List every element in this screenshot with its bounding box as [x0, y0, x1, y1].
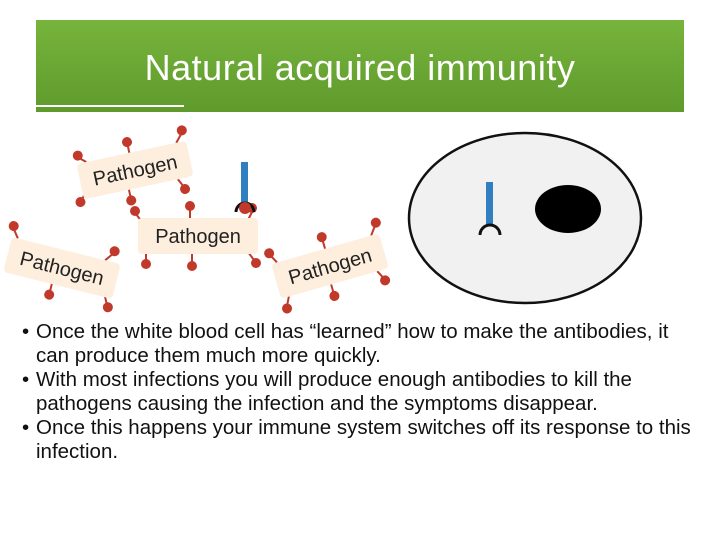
pathogen-label: Pathogen: [155, 226, 241, 248]
pathogen-center: Pathogen: [264, 217, 391, 314]
bullet-list: • Once the white blood cell has “learned…: [22, 320, 702, 464]
title-bar: Natural acquired immunity: [36, 20, 684, 112]
immunity-diagram: Pathogen Pathogen Pathogen: [4, 125, 643, 314]
pathogen-bottom-left: Pathogen: [4, 221, 120, 313]
bullet-item: • Once the white blood cell has “learned…: [22, 320, 702, 368]
bullet-text: Once the white blood cell has “learned” …: [36, 320, 669, 367]
bullet-marker: •: [22, 416, 30, 439]
cell-nucleus: [535, 185, 601, 233]
title-underline: [36, 105, 184, 107]
bullet-marker: •: [22, 368, 30, 391]
bullet-text: With most infections you will produce en…: [36, 368, 632, 415]
cell-antibody: [478, 182, 502, 236]
white-blood-cell: [407, 131, 643, 305]
bullet-item: • Once this happens your immune system s…: [22, 416, 702, 464]
pathogen-top-left: Pathogen: [72, 125, 193, 208]
slide-title: Natural acquired immunity: [144, 47, 576, 88]
antibody-bound: [234, 162, 256, 214]
bullet-item: • With most infections you will produce …: [22, 368, 702, 416]
bullet-text: Once this happens your immune system swi…: [36, 416, 691, 463]
bullet-marker: •: [22, 320, 30, 343]
